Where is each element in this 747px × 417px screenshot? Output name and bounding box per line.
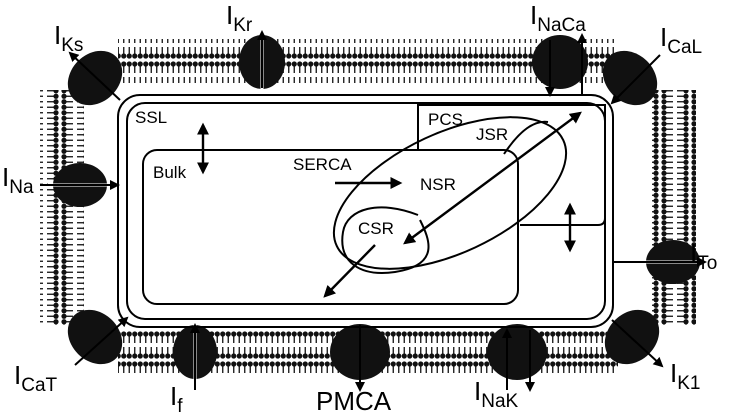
pcs-region [417, 104, 606, 226]
jsr-divider [503, 120, 549, 155]
if-label: If [170, 381, 183, 417]
csr-label: CSR [358, 219, 394, 238]
ssl-label: SSL [135, 108, 167, 127]
membrane [40, 39, 696, 373]
nsr-label: NSR [420, 175, 456, 194]
icat-label: ICaT [14, 360, 58, 396]
ssl-outer-box [117, 94, 614, 328]
ina-label: INa [2, 162, 34, 198]
membrane-left [40, 90, 84, 325]
csr-release-arrow [323, 244, 376, 298]
jsr-label: JSR [476, 125, 508, 144]
membrane-right [652, 90, 696, 325]
compartments [117, 94, 614, 328]
nsr-jsr-arrow [403, 111, 582, 245]
serca-label: SERCA [293, 155, 352, 174]
ical-label: ICaL [660, 22, 702, 58]
inak-pump [487, 324, 547, 380]
ik1-label: IK1 [670, 358, 700, 394]
flux-arrows [40, 30, 707, 392]
iks-label: IKs [54, 20, 83, 56]
ito-label: ITo [690, 238, 717, 274]
channel-labels: IKs IKr INaCa ICaL INa ITo ICaT If PMCA … [2, 0, 717, 417]
ikr-label: IKr [226, 0, 253, 36]
compartment-labels: SSL Bulk PCS JSR NSR CSR SERCA [135, 108, 508, 238]
inaca-label: INaCa [530, 0, 586, 36]
bulk-label: Bulk [153, 163, 187, 182]
inaca-channel [532, 35, 588, 89]
pcs-label: PCS [428, 110, 463, 129]
pmca-label: PMCA [316, 386, 392, 416]
inak-label: INaK [474, 376, 519, 412]
internal-arrows [197, 111, 582, 298]
